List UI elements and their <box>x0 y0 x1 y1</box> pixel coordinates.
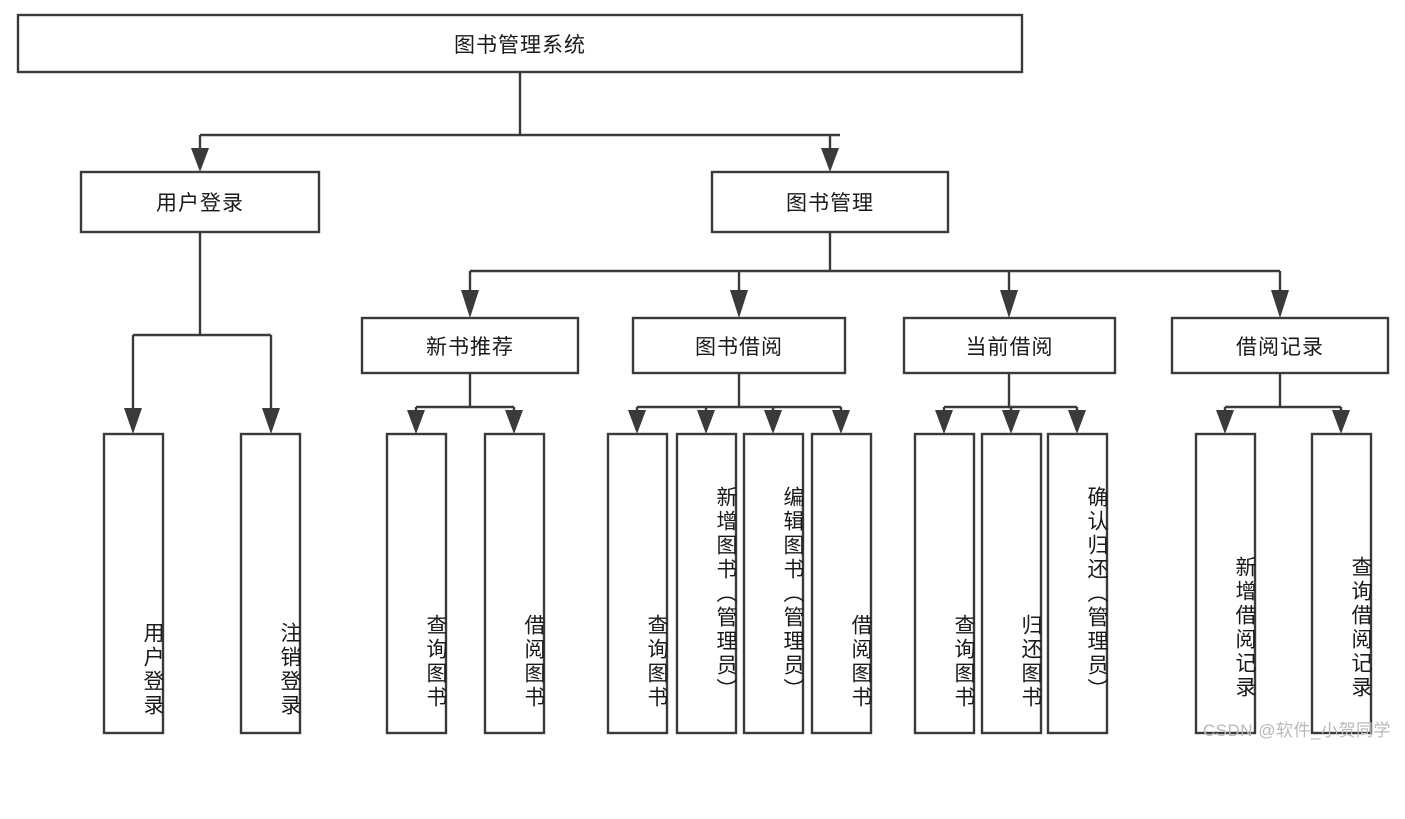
arrowhead-leaf-user-login <box>124 408 142 434</box>
node-leaf-confirm-return[interactable] <box>1046 432 1109 735</box>
node-leaf-query-record[interactable] <box>1310 432 1373 735</box>
arrowhead-leaf-borrow-books-1 <box>505 410 523 434</box>
arrowhead-leaf-add-book <box>697 410 715 434</box>
node-leaf-return-book[interactable] <box>980 432 1043 735</box>
node-leaf-add-record[interactable] <box>1194 432 1257 735</box>
node-leaf-borrow-books-2[interactable] <box>810 432 873 735</box>
flowchart-canvas: 图书管理系统 用户登录 图书管理 新书推荐 图书借阅 当前借阅 借阅记录 用户登… <box>16 13 1390 740</box>
node-leaf-query-books-3[interactable] <box>913 432 976 735</box>
arrowhead-leaf-query-books-1 <box>407 410 425 434</box>
node-borrow-record[interactable] <box>1170 316 1390 375</box>
arrowhead-current-borrow <box>1000 290 1018 318</box>
arrowhead-user-login <box>191 148 209 172</box>
arrowhead-leaf-query-books-2 <box>628 410 646 434</box>
arrowhead-leaf-query-record <box>1332 410 1350 434</box>
node-leaf-query-books-1[interactable] <box>385 432 448 735</box>
arrowhead-leaf-confirm-return <box>1068 410 1086 434</box>
node-leaf-user-login[interactable] <box>102 432 165 735</box>
connector-layer <box>124 72 1350 434</box>
arrowhead-book-manage <box>821 148 839 172</box>
arrowhead-new-book-rec <box>461 290 479 318</box>
arrowhead-leaf-edit-book <box>764 410 782 434</box>
node-leaf-logout[interactable] <box>239 432 302 735</box>
arrowhead-leaf-borrow-books-2 <box>832 410 850 434</box>
arrowhead-leaf-return-book <box>1002 410 1020 434</box>
node-root[interactable] <box>16 13 1024 74</box>
node-current-borrow[interactable] <box>902 316 1117 375</box>
node-leaf-query-books-2[interactable] <box>606 432 669 735</box>
node-layer <box>16 13 1390 735</box>
flowchart-svg <box>16 13 1390 735</box>
node-new-book-rec[interactable] <box>360 316 580 375</box>
node-leaf-borrow-books-1[interactable] <box>483 432 546 735</box>
arrowhead-leaf-logout <box>262 408 280 434</box>
arrowhead-leaf-add-record <box>1216 410 1234 434</box>
node-book-manage[interactable] <box>710 170 950 234</box>
arrowhead-book-borrow <box>730 290 748 318</box>
arrowhead-leaf-query-books-3 <box>935 410 953 434</box>
node-leaf-edit-book[interactable] <box>742 432 805 735</box>
node-leaf-add-book[interactable] <box>675 432 738 735</box>
node-user-login[interactable] <box>79 170 321 234</box>
arrowhead-borrow-record <box>1271 290 1289 318</box>
node-book-borrow[interactable] <box>631 316 847 375</box>
